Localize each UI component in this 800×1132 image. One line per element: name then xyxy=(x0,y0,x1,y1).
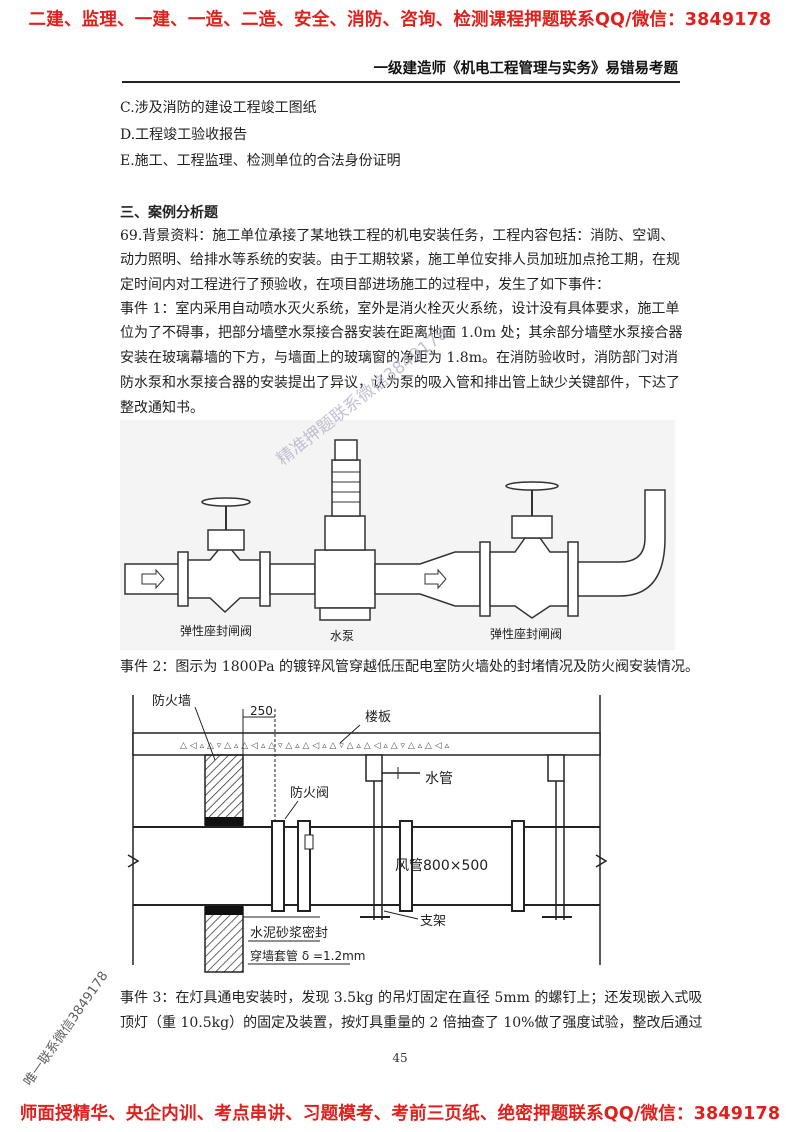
page-number: 45 xyxy=(392,1051,408,1065)
event2-line: 事件 2：图示为 1800Pa 的镀锌风管穿越低压配电室防火墙处的封堵情况及防火… xyxy=(120,659,700,675)
header-rule xyxy=(122,81,680,83)
fire-damper-actuator-icon xyxy=(304,834,314,850)
flow-arrow-icon xyxy=(424,568,447,590)
side-watermark: 唯一联系微信3849178 xyxy=(21,968,112,1089)
left-handwheel xyxy=(201,497,251,507)
section-heading: 三、案例分析题 xyxy=(120,205,218,221)
flow-arrow-icon xyxy=(141,568,165,590)
option-c: C.涉及消防的建设工程竣工图纸 xyxy=(120,100,317,116)
dimension-label: 250 xyxy=(250,704,273,718)
flange-1 xyxy=(271,820,285,912)
pump-valve-drawing: 弹性座封闸阀 水泵 弹性座封闸阀 xyxy=(120,420,675,650)
top-promo-banner: 二建、监理、一建、一造、二造、安全、消防、咨询、检测课程押题联系QQ/微信：38… xyxy=(28,10,772,30)
event3-line: 事件 3：在灯具通电安装时，发现 3.5kg 的吊灯固定在直径 5mm 的螺钉上… xyxy=(120,990,703,1006)
fire-damper-label: 防火阀 xyxy=(290,785,329,801)
firewall-label: 防火墙 xyxy=(152,693,191,709)
pump-valve-figure: 弹性座封闸阀 水泵 弹性座封闸阀 xyxy=(120,420,675,650)
mortar-seal-top xyxy=(205,817,243,827)
event1-line: 安装在玻璃幕墙的下方，与墙面上的玻璃窗的净距为 1.8m。在消防验收时，消防部门… xyxy=(120,350,678,366)
support-label: 支架 xyxy=(420,914,446,929)
event1-line: 位为了不碍事，把部分墙壁水泵接合器安装在距离地面 1.0m 处；其余部分墙壁水泵… xyxy=(120,325,683,341)
firewall-upper xyxy=(204,754,244,826)
pump-motor xyxy=(331,459,361,517)
flange-2 xyxy=(399,820,413,912)
event1-line: 防水泵和水泵接合器的安装提出了异议，认为泵的吸入管和排出管上缺少关键部件，下达了 xyxy=(120,375,680,391)
water-pipe-label: 水管 xyxy=(425,771,453,787)
firewall-duct-drawing: △ ◁ ▵ △ ▿ △ ▵ △ ◁ ▵ △ ▿ △ ▵ △ ◁ ▵ △ ▿ △ … xyxy=(127,693,608,973)
mortar-seal-label: 水泥砂浆密封 xyxy=(250,925,328,941)
pump-label: 水泵 xyxy=(330,629,354,643)
firewall-duct-figure: △ ◁ ▵ △ ▿ △ ▵ △ ◁ ▵ △ ▿ △ ▵ △ ◁ ▵ △ ▿ △ … xyxy=(120,685,620,975)
right-handwheel xyxy=(505,481,559,491)
sleeve-label: 穿墙套管 δ =1.2mm xyxy=(250,948,366,963)
bottom-promo-banner: 师面授精华、央企内训、考点串讲、习题模考、考前三页纸、绝密押题联系QQ/微信：3… xyxy=(19,1104,781,1124)
running-header-title: 一级建造师《机电工程管理与实务》易错易考题 xyxy=(373,61,679,77)
left-valve-label: 弹性座封闸阀 xyxy=(180,623,252,638)
event3-line: 顶灯（重 10.5kg）的固定及装置，按灯具重量的 2 倍抽查了 10%做了强度… xyxy=(120,1015,703,1031)
floor-slab-label: 楼板 xyxy=(365,710,391,725)
right-valve-label: 弹性座封闸阀 xyxy=(490,626,562,641)
duct-label: 风管800×500 xyxy=(395,858,488,874)
pump-body xyxy=(314,549,376,609)
svg-text:△ ◁ ▵ △ ▿ △ ▵ △ ◁ ▵ △ ▿ △ ▵ △: △ ◁ ▵ △ ▿ △ ▵ △ ◁ ▵ △ ▿ △ ▵ △ ◁ ▵ △ ▿ △ … xyxy=(180,741,450,751)
option-d: D.工程竣工验收报告 xyxy=(120,127,248,143)
option-e: E.施工、工程监理、检测单位的合法身份证明 xyxy=(120,153,401,169)
outlet-elbow-pipe xyxy=(577,489,666,597)
event1-line: 整改通知书。 xyxy=(120,400,204,416)
firewall-lower xyxy=(204,906,244,973)
event1-line: 事件 1：室内采用自动喷水灭火系统，室外是消火栓灭火系统，设计没有具体要求，施工… xyxy=(120,301,680,317)
q69-line: 69.背景资料：施工单位承接了某地铁工程的机电安装任务，工程内容包括：消防、空调… xyxy=(120,228,675,244)
right-valve-body xyxy=(489,537,569,619)
q69-line: 动力照明、给排水等系统的安装。由于工期较紧，施工单位安排人员加班加点抢工期，在规 xyxy=(120,252,680,268)
q69-line: 定时间内对工程进行了预验收，在项目部进场施工的过程中，发生了如下事件： xyxy=(120,277,610,293)
mortar-seal-bottom xyxy=(205,905,243,915)
flange-3 xyxy=(511,820,525,912)
